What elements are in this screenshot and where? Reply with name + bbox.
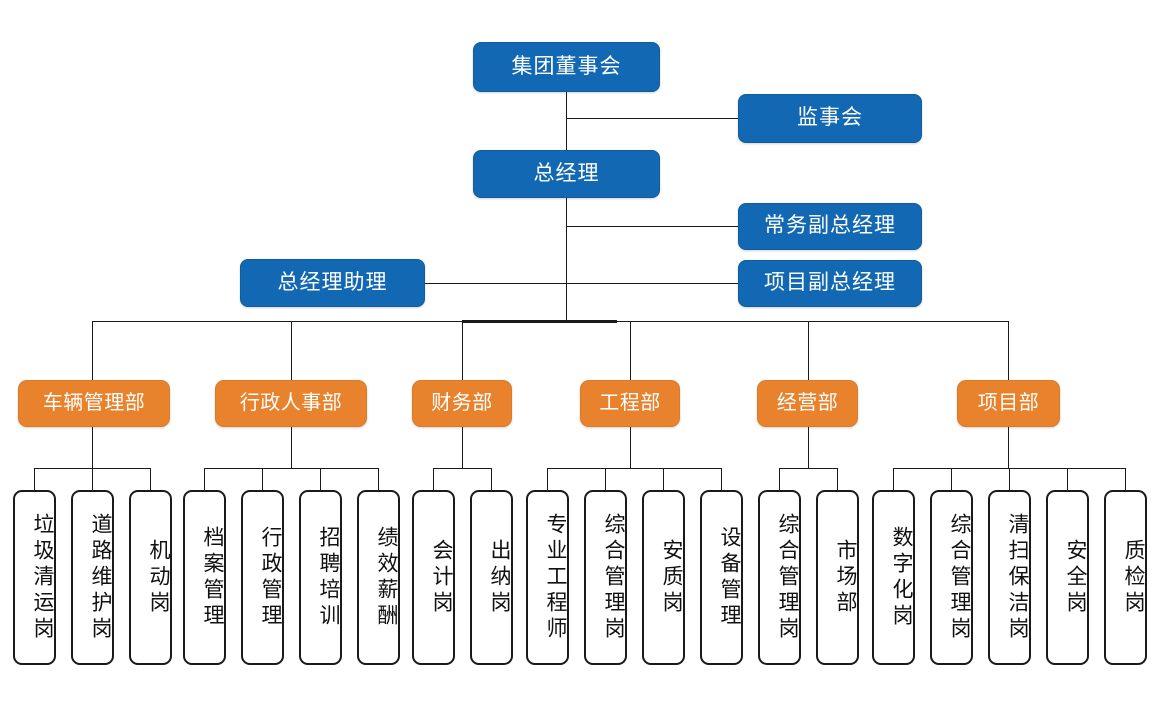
drop-pos-05 <box>262 468 263 490</box>
node-general-manager[interactable]: 总经理 <box>473 150 660 198</box>
connector-trunk-to-project-vp <box>566 283 738 284</box>
node-position-marketing[interactable]: 市场部 <box>816 490 859 665</box>
node-position-engineering-general-management[interactable]: 综合管理岗 <box>584 490 627 665</box>
drop-pos-06 <box>320 468 321 490</box>
node-position-project-general-management[interactable]: 综合管理岗 <box>930 490 973 665</box>
node-dept-engineering[interactable]: 工程部 <box>580 380 680 427</box>
drop-finance-to-bus <box>462 427 463 468</box>
node-position-business-general-management[interactable]: 综合管理岗 <box>758 490 801 665</box>
node-dept-admin-hr[interactable]: 行政人事部 <box>215 380 367 427</box>
drop-pos-09 <box>491 468 492 490</box>
drop-pos-02 <box>92 468 93 490</box>
drop-to-vehicle-dept <box>92 321 93 380</box>
drop-pos-20 <box>1125 468 1126 490</box>
node-position-vehicle-flex[interactable]: 机动岗 <box>129 490 172 665</box>
node-project-vice-gm[interactable]: 项目副总经理 <box>738 260 922 307</box>
bus-finance-positions <box>433 468 491 469</box>
drop-pos-01 <box>34 468 35 490</box>
node-dept-finance[interactable]: 财务部 <box>412 380 512 427</box>
drop-pos-03 <box>150 468 151 490</box>
node-position-road-maintenance[interactable]: 道路维护岗 <box>71 490 114 665</box>
department-bus-line-highlight <box>462 320 617 323</box>
drop-to-project-dept <box>1008 321 1009 380</box>
bus-engineer-positions <box>547 468 721 469</box>
drop-to-engineer-dept <box>630 321 631 380</box>
node-position-cashier[interactable]: 出纳岗 <box>470 490 513 665</box>
drop-pos-08 <box>433 468 434 490</box>
node-position-digitalization[interactable]: 数字化岗 <box>872 490 915 665</box>
drop-to-finance-dept <box>462 321 463 380</box>
drop-to-business-dept <box>808 321 809 380</box>
node-position-administration[interactable]: 行政管理 <box>241 490 284 665</box>
connector-trunk-to-exec-vp <box>566 226 738 227</box>
node-position-waste-transport[interactable]: 垃圾清运岗 <box>13 490 56 665</box>
drop-project-to-bus <box>1008 427 1009 468</box>
node-position-cleaning-sanitation[interactable]: 清扫保洁岗 <box>988 490 1031 665</box>
node-position-performance-compensation[interactable]: 绩效薪酬 <box>357 490 400 665</box>
drop-vehicle-to-bus <box>92 427 93 468</box>
node-position-safety[interactable]: 安全岗 <box>1046 490 1089 665</box>
node-dept-business[interactable]: 经营部 <box>757 380 858 427</box>
node-supervisor-board[interactable]: 监事会 <box>738 94 922 143</box>
drop-pos-15 <box>837 468 838 490</box>
node-dept-vehicle[interactable]: 车辆管理部 <box>18 380 170 427</box>
drop-pos-04 <box>204 468 205 490</box>
drop-pos-17 <box>951 468 952 490</box>
node-position-quality-inspection[interactable]: 质检岗 <box>1104 490 1147 665</box>
node-board[interactable]: 集团董事会 <box>473 42 660 92</box>
drop-pos-16 <box>893 468 894 490</box>
drop-pos-12 <box>663 468 664 490</box>
bus-admin-hr-positions <box>204 468 378 469</box>
drop-pos-19 <box>1067 468 1068 490</box>
drop-engineer-to-bus <box>630 427 631 468</box>
drop-to-admin-hr-dept <box>291 321 292 380</box>
bus-business-positions <box>779 468 837 469</box>
node-position-accounting[interactable]: 会计岗 <box>412 490 455 665</box>
drop-business-to-bus <box>808 427 809 468</box>
node-position-records-management[interactable]: 档案管理 <box>183 490 226 665</box>
node-dept-project[interactable]: 项目部 <box>957 380 1060 427</box>
drop-pos-13 <box>721 468 722 490</box>
drop-pos-10 <box>547 468 548 490</box>
drop-pos-14 <box>779 468 780 490</box>
node-executive-vice-gm[interactable]: 常务副总经理 <box>738 203 922 250</box>
node-position-recruitment-training[interactable]: 招聘培训 <box>299 490 342 665</box>
drop-pos-07 <box>378 468 379 490</box>
connector-gm-assistant-to-trunk <box>424 283 567 284</box>
node-position-professional-engineer[interactable]: 专业工程师 <box>526 490 569 665</box>
node-position-safety-quality[interactable]: 安质岗 <box>642 490 685 665</box>
drop-pos-11 <box>605 468 606 490</box>
node-position-equipment-management[interactable]: 设备管理 <box>700 490 743 665</box>
drop-pos-18 <box>1009 468 1010 490</box>
connector-gm-trunk-down <box>566 198 567 322</box>
drop-admin-hr-to-bus <box>291 427 292 468</box>
node-gm-assistant[interactable]: 总经理助理 <box>240 259 425 307</box>
connector-gm-trunk-to-supervisor <box>566 118 738 119</box>
connector-board-to-gm <box>566 92 567 152</box>
